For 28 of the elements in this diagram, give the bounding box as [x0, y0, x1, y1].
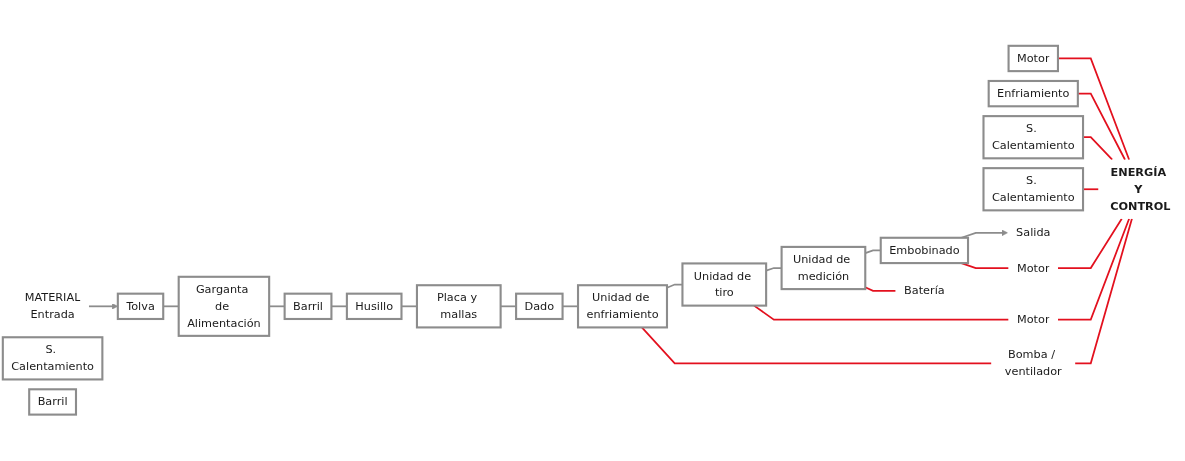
node-box: Embobinado [879, 237, 970, 265]
connector [1057, 57, 1131, 161]
node-text: Motor [1017, 312, 1050, 327]
node-box: Unidad de tiro [681, 262, 768, 307]
connector [1074, 218, 1133, 365]
node-box: S. Calentamiento [982, 115, 1085, 160]
node-box: Unidad de enfriamiento [576, 284, 669, 329]
node-text: ENERGÍA Y CONTROL [1110, 165, 1171, 213]
node-box: Enfriamiento [987, 80, 1079, 108]
node-text: Bomba / ventilador [1004, 348, 1062, 379]
connector [1057, 218, 1123, 270]
node-box: Husillo [345, 292, 403, 321]
node-box: Barril [283, 292, 333, 321]
node-box: Garganta de Alimentación [177, 276, 271, 338]
connector [753, 305, 1010, 321]
node-box: Motor [1007, 45, 1059, 73]
node-text: Batería [904, 284, 945, 298]
node-box: Tolva [116, 292, 165, 321]
node-text: Motor [1017, 261, 1050, 275]
node-text: Salida [1016, 226, 1051, 240]
node-text: MATERIAL Entrada [24, 291, 81, 322]
node-box: Dado [515, 292, 564, 321]
node-box: S. Calentamiento [1, 336, 104, 381]
node-box: S. Calentamiento [982, 167, 1085, 212]
node-box: Barril [28, 388, 78, 416]
connector [1057, 218, 1130, 321]
node-box: Placa y mallas [415, 284, 502, 329]
node-box: Unidad de medición [780, 246, 867, 291]
